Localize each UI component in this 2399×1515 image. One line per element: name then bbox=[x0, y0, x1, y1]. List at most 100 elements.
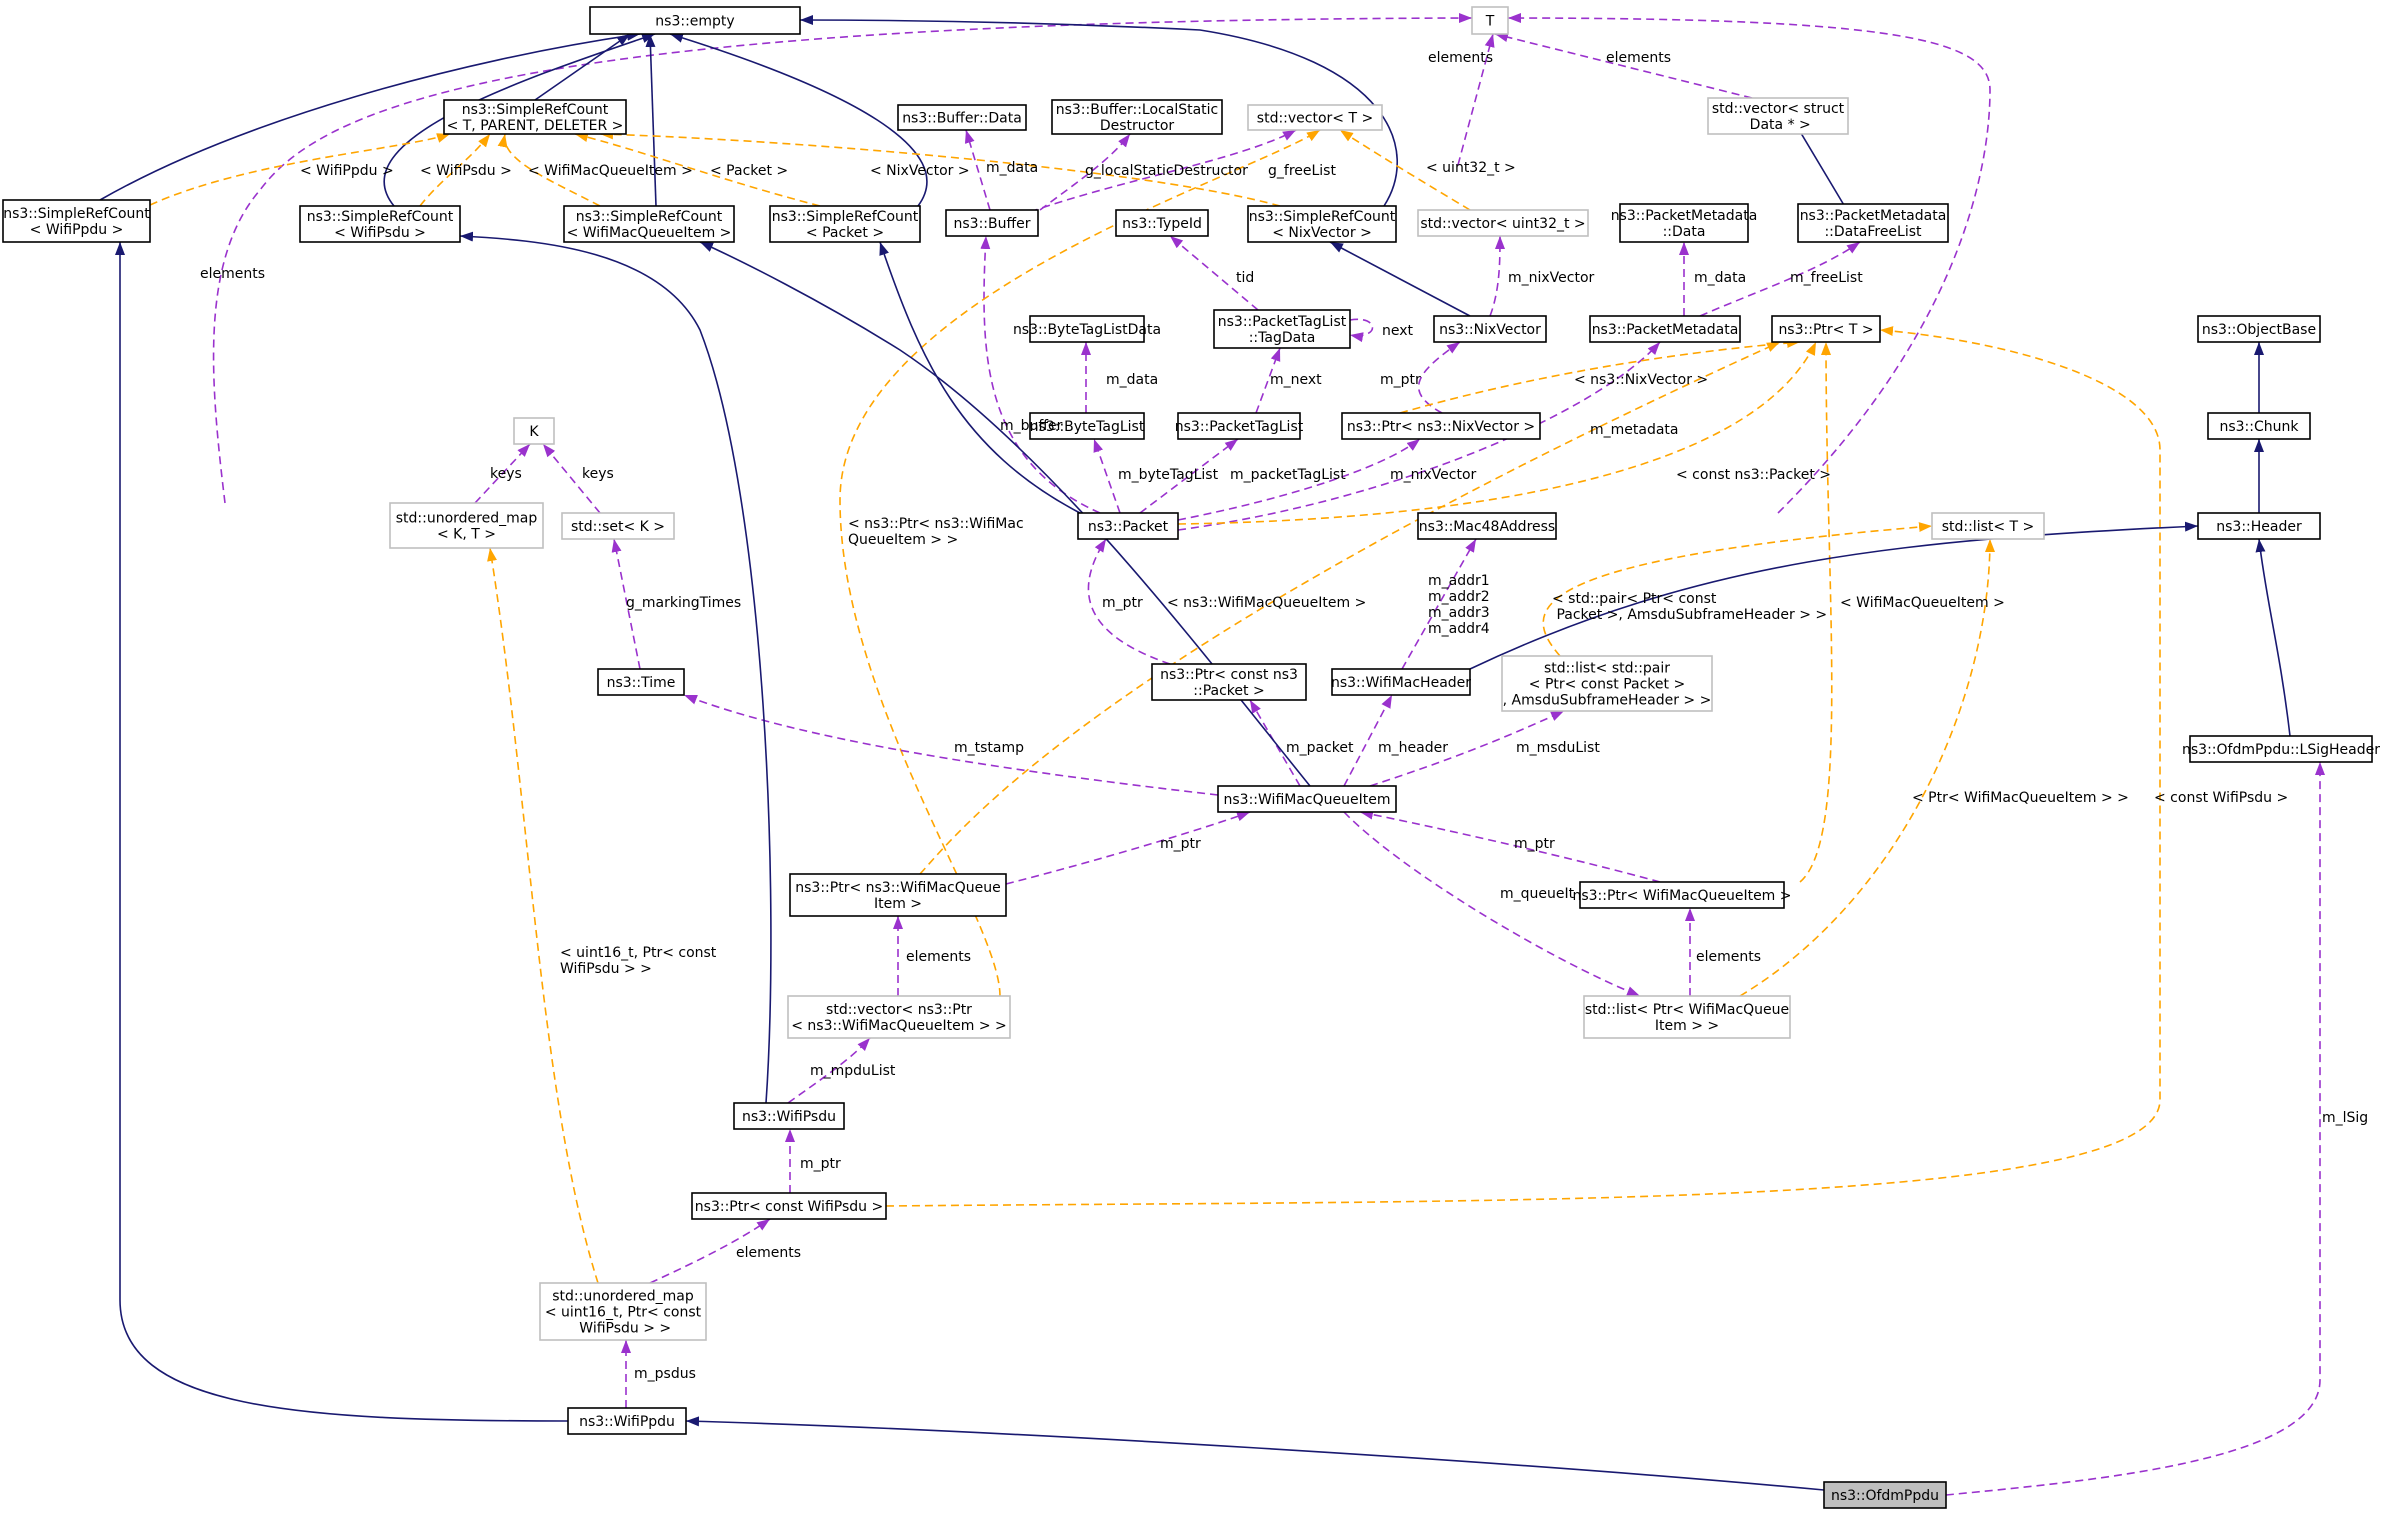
edge-7-inherit-edge bbox=[645, 33, 657, 207]
edge-path bbox=[879, 241, 1081, 514]
node-label-line: ns3::Ptr< const ns3 bbox=[1160, 667, 1298, 683]
e12-edge-label: g_freeList bbox=[1268, 163, 1336, 179]
edge-label-line: g_localStaticDestructor bbox=[1085, 163, 1248, 179]
class-node-vector-ptr[interactable]: std::vector< ns3::Ptr< ns3::WifiMacQueue… bbox=[787, 995, 1011, 1039]
edge-path bbox=[787, 1037, 871, 1104]
edge-path bbox=[669, 33, 928, 207]
node-label: ns3::OfdmPpdu bbox=[1831, 1488, 1939, 1504]
e49-edge-label: m_mpduList bbox=[810, 1063, 896, 1079]
class-node-ofdmppdu[interactable]: ns3::OfdmPpdu bbox=[1823, 1481, 1947, 1509]
edge-path bbox=[1469, 521, 2199, 670]
class-node-time[interactable]: ns3::Time bbox=[597, 668, 685, 696]
edge-path bbox=[1005, 811, 1251, 885]
class-node-vector-uint32[interactable]: std::vector< uint32_t > bbox=[1417, 209, 1589, 237]
node-label-line: , AmsduSubframeHeader > > bbox=[1503, 693, 1712, 709]
e10-edge-label: m_data bbox=[986, 160, 1038, 176]
class-node-ptl-tagdata[interactable]: ns3::PacketTagList::TagData bbox=[1213, 309, 1351, 349]
class-node-chunk[interactable]: ns3::Chunk bbox=[2207, 412, 2311, 440]
node-box bbox=[1501, 655, 1713, 712]
class-node-src-WifiMacQueueItem[interactable]: ns3::SimpleRefCount< WifiMacQueueItem > bbox=[563, 205, 735, 243]
node-label-line: std::list< Ptr< WifiMacQueue bbox=[1585, 1002, 1789, 1018]
class-node-src-NixVector[interactable]: ns3::SimpleRefCount< NixVector > bbox=[1247, 205, 1397, 243]
edge-label-line: m_data bbox=[986, 160, 1038, 176]
edge-path bbox=[919, 341, 1781, 875]
class-node-umap-uint16[interactable]: std::unordered_map< uint16_t, Ptr< const… bbox=[539, 1282, 707, 1341]
class-node-btl[interactable]: ns3::ByteTagList bbox=[1029, 412, 1145, 440]
class-node-lsig[interactable]: ns3::OfdmPpdu::LSigHeader bbox=[2182, 735, 2380, 763]
class-node-umap-KT[interactable]: std::unordered_map< K, T > bbox=[389, 502, 544, 549]
node-label-line: < WifiMacQueueItem > bbox=[567, 225, 732, 241]
edge-label-line: < ns3::NixVector > bbox=[1574, 372, 1708, 388]
class-node-set-K[interactable]: std::set< K > bbox=[561, 512, 675, 540]
class-node-ptr-cpsdu[interactable]: ns3::Ptr< const WifiPsdu > bbox=[691, 1192, 887, 1220]
class-node-pm[interactable]: ns3::PacketMetadata bbox=[1589, 315, 1741, 343]
edge-label-line: < NixVector > bbox=[870, 163, 970, 179]
class-node-ptr-nix[interactable]: ns3::Ptr< ns3::NixVector > bbox=[1341, 412, 1541, 440]
class-node-header[interactable]: ns3::Header bbox=[2197, 512, 2321, 540]
class-node-vector-T[interactable]: std::vector< T > bbox=[1247, 104, 1383, 131]
e24-usage-edge bbox=[1139, 438, 1239, 514]
node-label: ns3::Mac48Address bbox=[1419, 519, 1555, 535]
class-node-wifipsdu[interactable]: ns3::WifiPsdu bbox=[733, 1102, 845, 1130]
edge-label-line: m_ptr bbox=[1380, 372, 1421, 388]
e54-edge-label: m_lSig bbox=[2322, 1110, 2368, 1126]
class-node-empty[interactable]: ns3::empty bbox=[589, 6, 801, 35]
class-node-src-Packet[interactable]: ns3::SimpleRefCount< Packet > bbox=[769, 205, 921, 243]
class-node-objectbase[interactable]: ns3::ObjectBase bbox=[2197, 315, 2321, 343]
class-node-btld[interactable]: ns3::ByteTagListData bbox=[1013, 315, 1161, 343]
edge-label-line: m_data bbox=[1106, 372, 1158, 388]
class-node-K[interactable]: K bbox=[513, 417, 555, 445]
class-node-packet[interactable]: ns3::Packet bbox=[1077, 512, 1179, 540]
class-node-list-pair[interactable]: std::list< std::pair< Ptr< const Packet … bbox=[1501, 655, 1713, 712]
edge-label-line: < ns3::WifiMacQueueItem > bbox=[1167, 595, 1366, 611]
class-node-src-WifiPpdu[interactable]: ns3::SimpleRefCount< WifiPpdu > bbox=[2, 199, 151, 243]
node-label-line: ns3::ByteTagList bbox=[1030, 419, 1145, 435]
class-node-vector-struct[interactable]: std::vector< struct Data * > bbox=[1707, 97, 1849, 135]
e51-edge-label: m_ptr bbox=[800, 1156, 841, 1172]
class-node-wmqi[interactable]: ns3::WifiMacQueueItem bbox=[1217, 785, 1397, 813]
class-node-pm-data[interactable]: ns3::PacketMetadata::Data bbox=[1611, 203, 1758, 243]
edge-68-inherit-edge bbox=[2255, 538, 2291, 737]
e13-edge-label: < uint32_t > bbox=[1426, 160, 1516, 176]
node-box bbox=[513, 417, 555, 445]
node-box bbox=[1583, 995, 1791, 1039]
edge-path bbox=[1339, 129, 1471, 211]
e4-edge-label: elements bbox=[200, 266, 265, 282]
edge-label-line: m_ptr bbox=[800, 1156, 841, 1172]
e45-edge-label: m_queueIt bbox=[1500, 886, 1575, 902]
node-label-line: Item > > bbox=[1655, 1018, 1719, 1034]
node-label: ns3::PacketMetadata::DataFreeList bbox=[1800, 208, 1947, 240]
node-label: ns3::PacketTagList::TagData bbox=[1218, 314, 1347, 346]
node-label: ns3::PacketMetadata bbox=[1592, 322, 1739, 338]
class-node-typeid[interactable]: ns3::TypeId bbox=[1115, 209, 1209, 237]
class-node-wifippdu[interactable]: ns3::WifiPpdu bbox=[567, 1407, 687, 1435]
node-box bbox=[589, 6, 801, 35]
edge-path bbox=[487, 547, 599, 1284]
class-node-list-T[interactable]: std::list< T > bbox=[1931, 512, 2045, 540]
class-node-nixvector[interactable]: ns3::NixVector bbox=[1433, 315, 1547, 343]
e41-edge-label: m_msduList bbox=[1516, 740, 1600, 756]
edge-label-line: m_nixVector bbox=[1508, 270, 1595, 286]
class-node-T[interactable]: T bbox=[1471, 6, 1509, 35]
class-node-ptr-wmqi[interactable]: ns3::Ptr< WifiMacQueueItem > bbox=[1572, 881, 1792, 909]
edge-label-line: g_markingTimes bbox=[626, 595, 741, 611]
class-node-ptl[interactable]: ns3::PacketTagList bbox=[1175, 412, 1304, 440]
e21-usage-edge bbox=[1417, 341, 1461, 414]
class-node-buffer[interactable]: ns3::Buffer bbox=[945, 209, 1039, 237]
class-node-buffer-data[interactable]: ns3::Buffer::Data bbox=[897, 104, 1027, 131]
class-node-mac48[interactable]: ns3::Mac48Address bbox=[1417, 512, 1557, 540]
e39-edge-label: m_packet bbox=[1286, 740, 1354, 756]
edge-label-line: m_header bbox=[1378, 740, 1448, 756]
class-node-pm-dfl[interactable]: ns3::PacketMetadata::DataFreeList bbox=[1797, 203, 1949, 243]
class-node-ptr-cpacket[interactable]: ns3::Ptr< const ns3::Packet > bbox=[1151, 663, 1307, 701]
class-node-wifimacheader[interactable]: ns3::WifiMacHeader bbox=[1331, 668, 1471, 696]
class-node-src-T-P-D[interactable]: ns3::SimpleRefCount< T, PARENT, DELETER … bbox=[443, 99, 627, 135]
class-node-ptr-T[interactable]: ns3::Ptr< T > bbox=[1771, 315, 1881, 343]
edge-label-line: < WifiMacQueueItem > bbox=[528, 163, 693, 179]
class-node-src-WifiPsdu[interactable]: ns3::SimpleRefCount< WifiPsdu > bbox=[299, 205, 461, 243]
